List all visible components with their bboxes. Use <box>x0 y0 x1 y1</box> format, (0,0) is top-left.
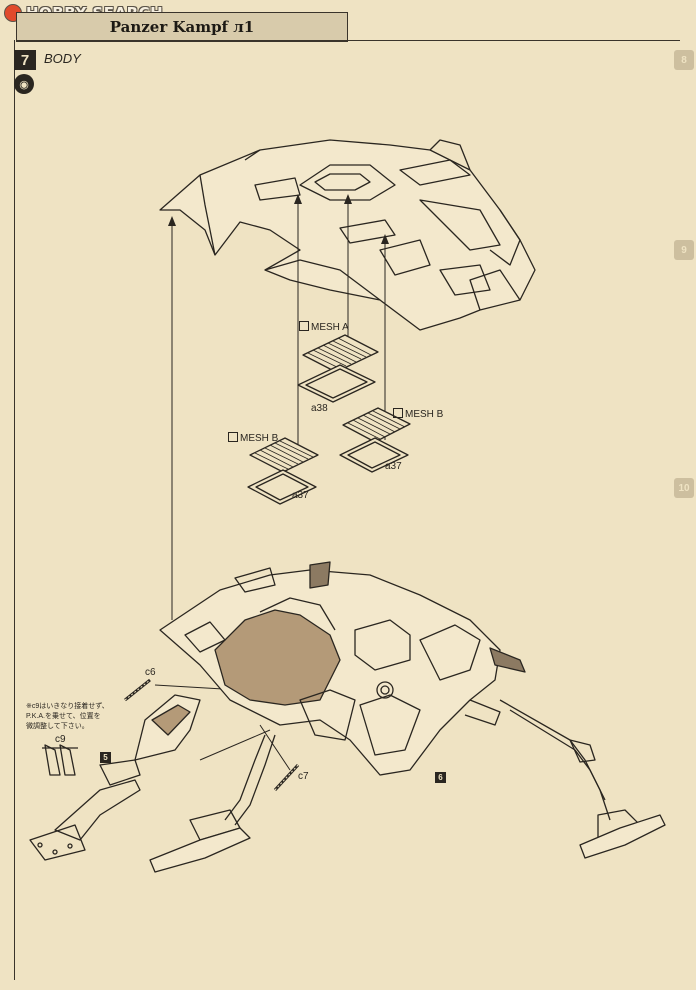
mesh-b-left-label: MESH B <box>228 432 278 444</box>
side-tab-next-step: 8 <box>674 50 694 70</box>
assembly-note-line-2: P.K.A.を乗せて、位置を <box>26 713 101 720</box>
part-label-a37-left: a37 <box>292 490 309 501</box>
part-label-c7: c7 <box>298 771 309 782</box>
spring-c7-part <box>273 763 300 792</box>
mesh-a-label-text: MESH A <box>311 322 349 333</box>
mesh-a-label: MESH A <box>299 321 349 333</box>
title-box: Panzer Kampf л1 <box>16 12 348 42</box>
figure-icon: ◉ <box>14 74 34 94</box>
side-tab-step-9: 9 <box>674 240 694 260</box>
part-label-a38: a38 <box>311 403 328 414</box>
pilot-seat-part <box>29 694 201 861</box>
right-leg-assembly <box>499 699 666 859</box>
guide-arrowheads <box>168 194 389 244</box>
mesh-b-right-label-text: MESH B <box>405 409 444 420</box>
mesh-b-right-label: MESH B <box>393 408 443 420</box>
assembly-note-line-1: ※c9はいきなり接着せず、 <box>26 703 109 710</box>
mesh-a-part <box>297 334 379 403</box>
step-name: BODY <box>44 51 81 66</box>
checkbox-icon <box>393 408 403 418</box>
c9-bracket-part <box>42 744 78 776</box>
page-title: Panzer Kampf л1 <box>109 18 255 36</box>
lower-chassis <box>159 561 526 776</box>
left-border-rule <box>14 40 15 980</box>
part-label-a37-right: a37 <box>385 461 402 472</box>
step-number: 7 <box>14 50 36 70</box>
mesh-b-left-part <box>247 437 319 505</box>
spring-c6-part <box>124 678 151 702</box>
header-rule <box>16 40 680 41</box>
left-leg-assembly <box>149 734 276 873</box>
side-tab-step-10: 10 <box>674 478 694 498</box>
guide-lines <box>154 200 386 771</box>
step-reference-5: 5 <box>100 752 111 763</box>
checkbox-icon <box>228 432 238 442</box>
mesh-b-left-label-text: MESH B <box>240 433 279 444</box>
part-label-c6: c6 <box>145 667 156 678</box>
part-label-c9: c9 <box>55 734 66 745</box>
assembly-note: ※c9はいきなり接着せず、 P.K.A.を乗せて、位置を 微調整して下さい。 <box>26 702 109 732</box>
step-reference-6: 6 <box>435 772 446 783</box>
assembly-note-line-3: 微調整して下さい。 <box>26 723 89 730</box>
checkbox-icon <box>299 321 309 331</box>
